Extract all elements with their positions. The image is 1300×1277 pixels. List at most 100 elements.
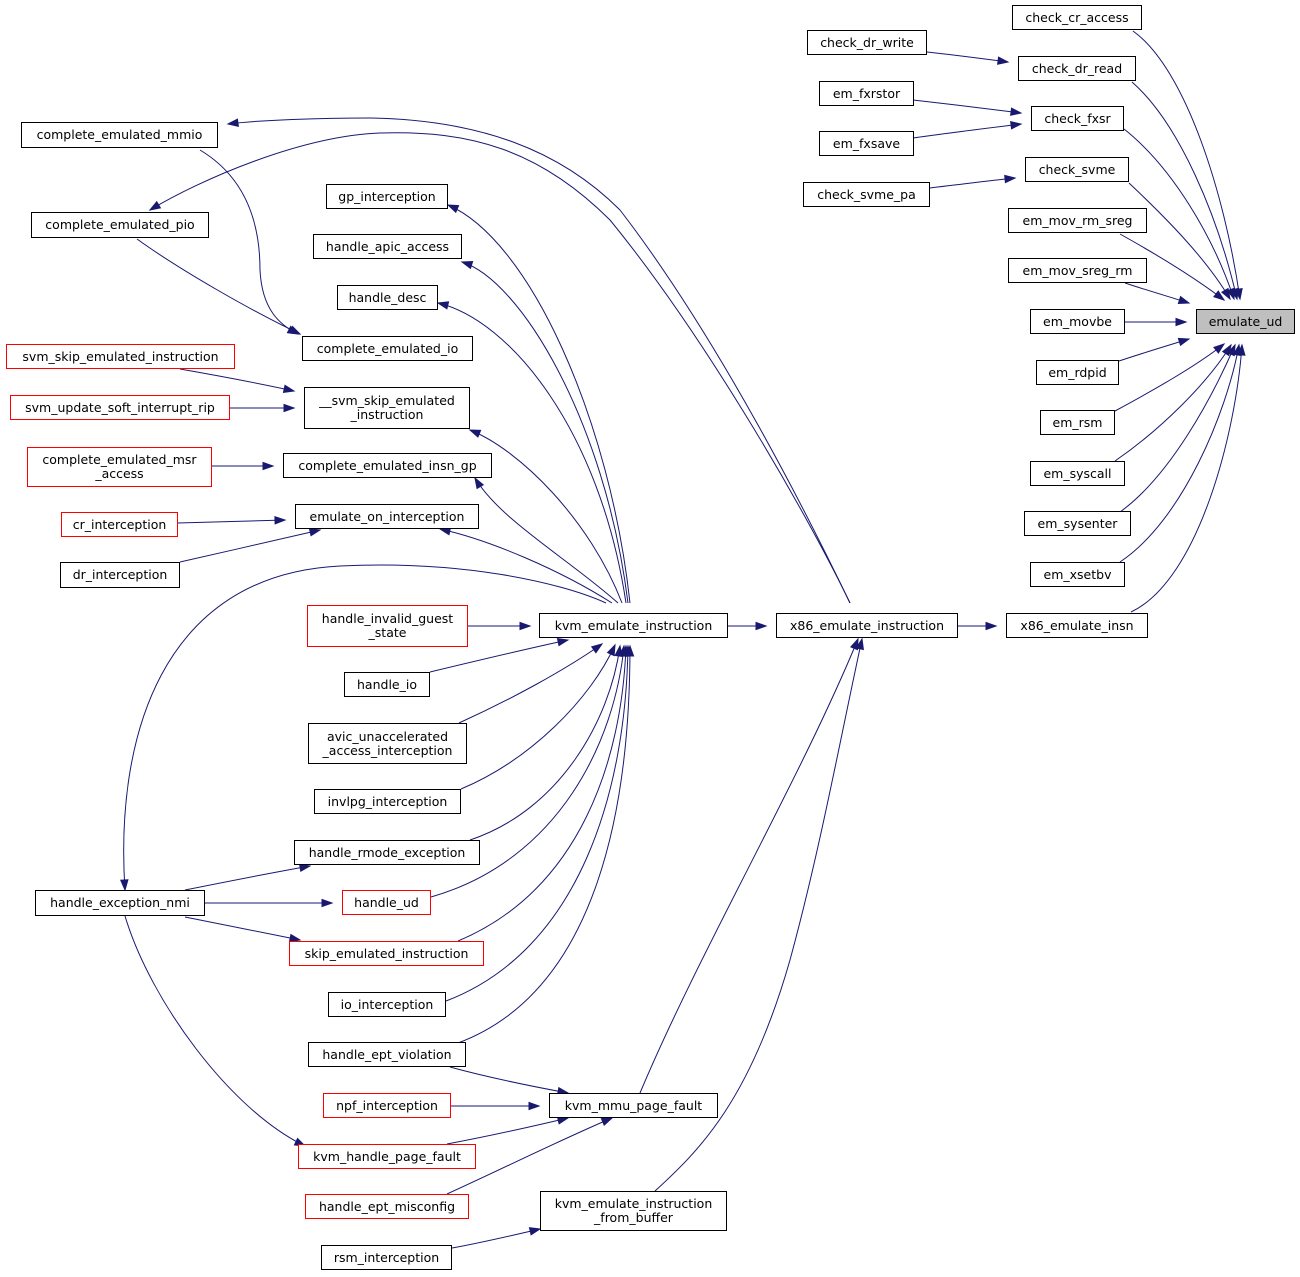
- node-emulate-ud[interactable]: emulate_ud: [1196, 309, 1295, 334]
- node-em-rsm[interactable]: em_rsm: [1040, 410, 1115, 435]
- node-svm-update-soft-interrupt-rip[interactable]: svm_update_soft_interrupt_rip: [10, 395, 230, 420]
- edge-em_xsetbv-to-emulate_ud: [1119, 344, 1240, 563]
- node-complete-emulated-insn-gp[interactable]: complete_emulated_insn_gp: [283, 453, 492, 478]
- node-label-line: check_cr_access: [1025, 9, 1129, 25]
- node-em-fxsave[interactable]: em_fxsave: [819, 131, 914, 156]
- node-handle-apic-access[interactable]: handle_apic_access: [313, 234, 462, 259]
- node-label-line: handle_invalid_guest: [321, 611, 454, 626]
- edge-check_fxsr-to-emulate_ud: [1123, 128, 1235, 300]
- edge-dr_interception-to-emulate_on_interception: [179, 529, 321, 563]
- node-kvm-handle-page-fault[interactable]: kvm_handle_page_fault: [298, 1144, 476, 1169]
- edge-kvm_emulate_instruction-to-gp_interception: [447, 204, 631, 604]
- node-avic-unaccelerated-access-interception[interactable]: avic_unaccelerated_access_interception: [308, 723, 467, 764]
- node-label-line: npf_interception: [336, 1097, 438, 1113]
- node-invlpg-interception[interactable]: invlpg_interception: [314, 789, 461, 814]
- node-em-mov-rm-sreg[interactable]: em_mov_rm_sreg: [1008, 208, 1147, 233]
- node-kvm-emulate-instruction-from-buffer[interactable]: kvm_emulate_instruction_from_buffer: [540, 1191, 727, 1231]
- arrowhead-em_sysenter-to-emulate_ud: [1226, 343, 1236, 357]
- node-label-line: dr_interception: [72, 567, 168, 582]
- node-handle-desc[interactable]: handle_desc: [337, 285, 438, 310]
- arrowhead-kvm_emulate_instruction-to-gp_interception: [446, 204, 460, 214]
- node-cr-interception[interactable]: cr_interception: [61, 512, 178, 537]
- node-rsm-interception[interactable]: rsm_interception: [321, 1245, 452, 1270]
- node-complete-emulated-msr-access[interactable]: complete_emulated_msr_access: [27, 447, 212, 487]
- edge-kvm_mmu_page_fault-to-x86_emulate_instruction: [639, 638, 859, 1094]
- node-em-sysenter[interactable]: em_sysenter: [1024, 511, 1131, 536]
- node-check-svme[interactable]: check_svme: [1025, 157, 1129, 182]
- node-label-line: check_fxsr: [1044, 110, 1111, 126]
- node-em-syscall[interactable]: em_syscall: [1030, 461, 1125, 486]
- edge-handle_io-to-kvm_emulate_instruction: [429, 639, 569, 673]
- node-dr-interception[interactable]: dr_interception: [60, 562, 180, 588]
- node-handle-ept-violation[interactable]: handle_ept_violation: [308, 1042, 466, 1067]
- node-kvm-mmu-page-fault[interactable]: kvm_mmu_page_fault: [549, 1093, 718, 1118]
- arrowhead-em_fxrstor-to-check_fxsr: [1010, 107, 1023, 116]
- node-label-line: handle_io: [357, 676, 417, 692]
- node-handle-ud[interactable]: handle_ud: [342, 890, 431, 915]
- node-check-dr-write[interactable]: check_dr_write: [807, 30, 927, 55]
- node-label-line: complete_emulated_io: [316, 340, 459, 356]
- arrowhead-rsm_interception-to-kvm_emulate_instruction_from_buffer: [528, 1227, 542, 1236]
- arrowhead-avic_unaccelerated_access_interception-to-kvm_emulate_instruction: [590, 643, 604, 654]
- node---svm-skip-emulated-instruction[interactable]: __svm_skip_emulated_instruction: [304, 387, 470, 429]
- arrowhead-kvm_mmu_page_fault-to-x86_emulate_instruction: [850, 637, 859, 651]
- node-handle-rmode-exception[interactable]: handle_rmode_exception: [294, 840, 480, 865]
- node-emulate-on-interception[interactable]: emulate_on_interception: [295, 504, 479, 529]
- node-check-cr-access[interactable]: check_cr_access: [1012, 5, 1142, 30]
- node-em-rdpid[interactable]: em_rdpid: [1036, 360, 1119, 385]
- node-label-line: kvm_emulate_instruction: [554, 1196, 713, 1211]
- node-check-svme-pa[interactable]: check_svme_pa: [803, 182, 930, 207]
- arrowhead-invlpg_interception-to-kvm_emulate_instruction: [606, 643, 616, 657]
- edge-em_syscall-to-emulate_ud: [1114, 344, 1232, 462]
- node-complete-emulated-mmio[interactable]: complete_emulated_mmio: [21, 122, 218, 148]
- node-io-interception[interactable]: io_interception: [328, 992, 446, 1017]
- node-gp-interception[interactable]: gp_interception: [326, 184, 448, 209]
- edge-em_rdpid-to-emulate_ud: [1118, 338, 1190, 362]
- edge-handle_ept_violation-to-kvm_emulate_instruction: [457, 645, 631, 1044]
- node-check-fxsr[interactable]: check_fxsr: [1031, 106, 1124, 131]
- node-x86-emulate-insn[interactable]: x86_emulate_insn: [1006, 613, 1148, 638]
- edge-handle_exception_nmi-to-skip_emulated_instruction: [184, 916, 301, 941]
- node-handle-exception-nmi[interactable]: handle_exception_nmi: [35, 890, 205, 916]
- node-label-line: svm_update_soft_interrupt_rip: [25, 399, 215, 415]
- node-handle-invalid-guest-state[interactable]: handle_invalid_guest_state: [307, 605, 468, 647]
- arrowhead-check_dr_write-to-check_dr_read: [997, 56, 1010, 65]
- arrowhead-em_rdpid-to-emulate_ud: [1177, 337, 1191, 347]
- arrowhead-kvm_emulate_instruction-to-complete_emulated_insn_gp: [474, 476, 485, 490]
- node-label-line: em_syscall: [1043, 465, 1112, 481]
- edge-cr_interception-to-emulate_on_interception: [177, 519, 286, 524]
- node-label-line: check_dr_write: [820, 34, 914, 50]
- node-kvm-emulate-instruction[interactable]: kvm_emulate_instruction: [539, 613, 728, 638]
- arrowhead-em_fxsave-to-check_fxsr: [1010, 121, 1023, 130]
- arrowhead-em_mov_rm_sreg-to-emulate_ud: [1213, 290, 1226, 301]
- node-skip-emulated-instruction[interactable]: skip_emulated_instruction: [289, 941, 484, 966]
- edge-check_cr_access-to-emulate_ud: [1132, 30, 1241, 300]
- node-svm-skip-emulated-instruction[interactable]: svm_skip_emulated_instruction: [6, 344, 235, 369]
- arrowhead-em_mov_sreg_rm-to-emulate_ud: [1177, 295, 1191, 304]
- node-handle-ept-misconfig[interactable]: handle_ept_misconfig: [305, 1194, 469, 1219]
- arrowhead-check_fxsr-to-emulate_ud: [1226, 287, 1235, 301]
- node-em-mov-sreg-rm[interactable]: em_mov_sreg_rm: [1008, 258, 1147, 283]
- arrowhead-x86_emulate_instruction-to-x86_emulate_insn: [985, 621, 998, 631]
- node-complete-emulated-pio[interactable]: complete_emulated_pio: [31, 212, 209, 238]
- arrowhead-dr_interception-to-emulate_on_interception: [308, 528, 322, 537]
- node-x86-emulate-instruction[interactable]: x86_emulate_instruction: [776, 613, 958, 638]
- node-em-movbe[interactable]: em_movbe: [1030, 309, 1125, 334]
- node-check-dr-read[interactable]: check_dr_read: [1018, 56, 1136, 81]
- node-label-line: handle_desc: [348, 289, 427, 305]
- node-handle-io[interactable]: handle_io: [344, 672, 430, 697]
- arrowhead-kvm_emulate_instruction_from_buffer-to-x86_emulate_instruction: [855, 637, 864, 651]
- node-complete-emulated-io[interactable]: complete_emulated_io: [302, 336, 473, 361]
- node-label-line: _from_buffer: [594, 1210, 673, 1225]
- arrowhead-em_movbe-to-emulate_ud: [1175, 317, 1188, 327]
- node-em-xsetbv[interactable]: em_xsetbv: [1030, 562, 1125, 587]
- edge-io_interception-to-kvm_emulate_instruction: [445, 645, 629, 1002]
- arrowhead-kvm_emulate_instruction-to-handle_apic_access: [460, 260, 474, 270]
- edge-skip_emulated_instruction-to-kvm_emulate_instruction: [457, 645, 627, 942]
- node-npf-interception[interactable]: npf_interception: [323, 1093, 451, 1118]
- arrowhead-handle_exception_nmi-to-skip_emulated_instruction: [288, 933, 302, 943]
- arrowhead-x86_emulate_instruction-to-complete_emulated_mmio: [226, 118, 239, 127]
- node-em-fxrstor[interactable]: em_fxrstor: [819, 81, 914, 106]
- node-label-line: handle_rmode_exception: [308, 844, 466, 860]
- edge-handle_ept_violation-to-kvm_mmu_page_fault: [449, 1066, 569, 1094]
